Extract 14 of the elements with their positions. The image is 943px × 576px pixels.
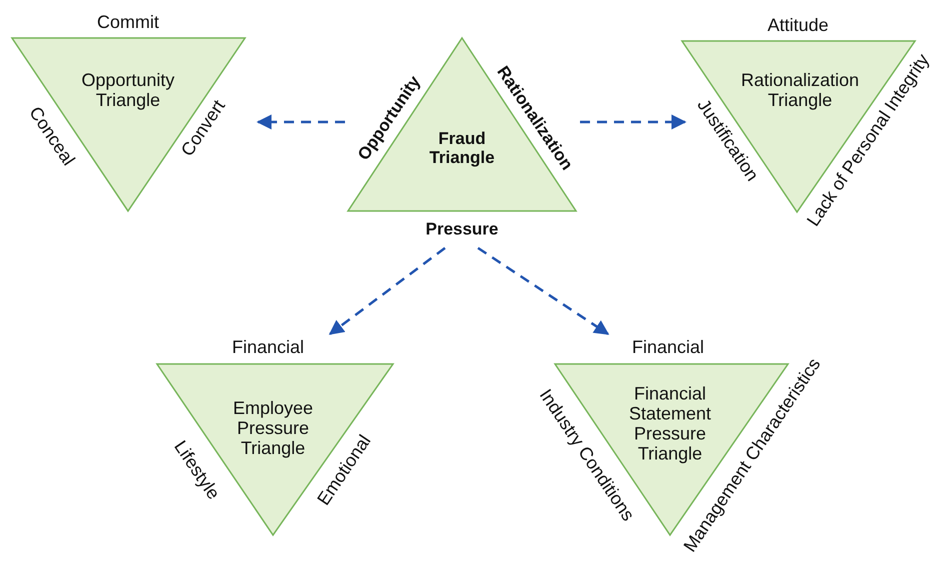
dashed-arrow (580, 114, 686, 130)
dashed-arrow (256, 114, 345, 130)
side-label: Attitude (767, 14, 829, 36)
triangle-title: Rationalization Triangle (740, 70, 860, 110)
dashed-arrow (328, 247, 446, 335)
triangle-title: Employee Pressure Triangle (232, 398, 314, 458)
triangle-title: Fraud Triangle (428, 128, 496, 168)
side-label: Financial (232, 336, 304, 358)
side-label: Financial (632, 336, 704, 358)
triangle-title: Financial Statement Pressure Triangle (628, 384, 712, 464)
side-label: Commit (97, 12, 159, 32)
dashed-arrow (477, 246, 610, 336)
side-label: Pressure (426, 219, 498, 239)
triangle-title: Opportunity Triangle (80, 70, 176, 110)
